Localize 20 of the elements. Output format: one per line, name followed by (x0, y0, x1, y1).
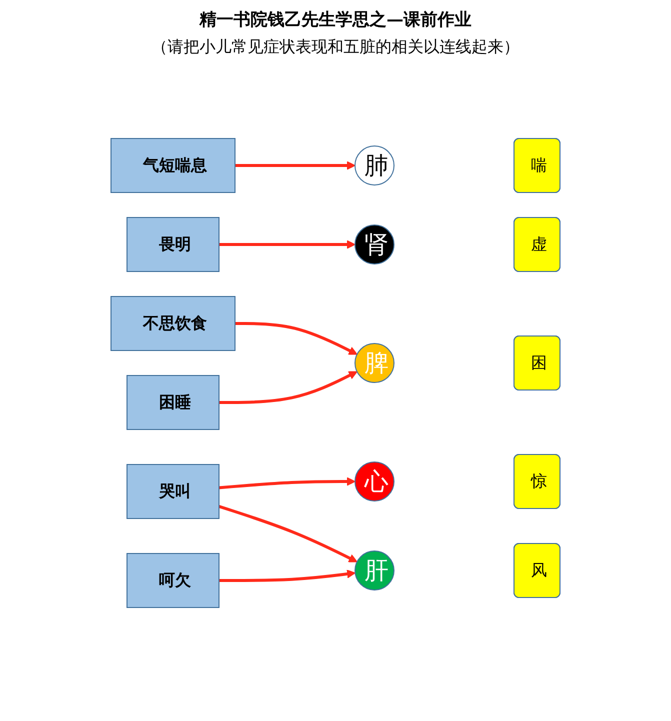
node-box: 哭叫 (126, 464, 220, 519)
node-box: 困睡 (126, 375, 220, 430)
node-circle: 脾 (354, 343, 394, 383)
node-box: 畏明 (126, 217, 220, 272)
node-circle: 肝 (354, 550, 394, 590)
diagram-title: 精一书院钱乙先生学思之—课前作业 (198, 9, 472, 31)
arrow (235, 161, 356, 170)
node-circle: 肺 (354, 146, 394, 186)
arrow (235, 322, 358, 355)
node-box: 气短喘息 (110, 138, 236, 193)
arrow (219, 371, 358, 404)
node-circle: 肾 (354, 224, 394, 264)
arrow (219, 240, 356, 249)
arrow (218, 504, 358, 562)
instruction-text: （请把小儿常见症状表现和五脏的相关以连线起来） (150, 37, 520, 58)
node-box: 呵欠 (126, 553, 220, 608)
node-circle: 心 (354, 462, 394, 502)
arrow (219, 570, 356, 582)
node-box: 不思饮食 (110, 296, 236, 351)
arrow (218, 477, 356, 490)
